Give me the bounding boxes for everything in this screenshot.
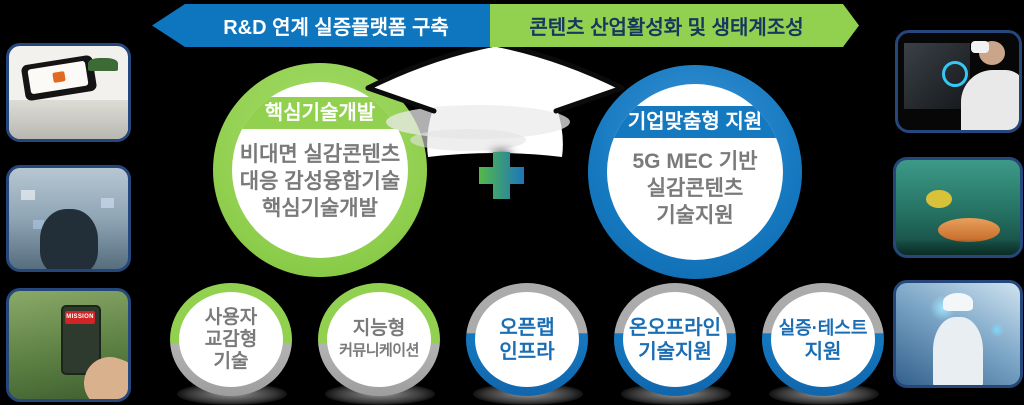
enterprise-support-body: 5G MEC 기반 실감콘텐츠 기술지원 [607,148,783,229]
sub-circle-intelligent-communication-label: 지능형 커뮤니케이션 [327,292,431,387]
photo-ground-shape [9,99,128,139]
sub-line: 실증·테스트 [778,317,868,338]
sub-circle-verification-test-support-label: 실증·테스트 지원 [771,292,875,387]
seabed-shape [896,239,1020,255]
big-circle-enterprise-support-inner: 기업맞춤형 지원 5G MEC 기반 실감콘텐츠 기술지원 [607,84,783,260]
surgical-cap-shape [943,293,973,311]
banner-content-ecosystem: 콘텐츠 산업활성화 및 생태계조성 [490,4,859,47]
vr-headset-virtual-human-photo [895,30,1022,133]
sub-circle-verification-test-support: 실증·테스트 지원 [762,283,884,396]
fish-shape [926,190,952,208]
enterprise-support-line: 실감콘텐츠 [646,177,744,200]
enterprise-support-title-band: 기업맞춤형 지원 [607,106,783,138]
core-tech-line: 비대면 실감콘텐츠 [239,143,401,166]
banner-rnd-platform: R&D 연계 실증플랫폼 구축 [152,4,490,47]
hologram-glow-shape [990,323,1004,337]
head-silhouette-shape [39,209,98,269]
enterprise-support-line: 5G MEC 기반 [632,150,758,173]
sub-line: 지능형 [352,317,406,339]
sub-circle-on-offline-tech-support: 온오프라인 기술지원 [614,283,736,396]
doctor-shape [933,317,983,385]
sub-circle-intelligent-communication: 지능형 커뮤니케이션 [318,283,440,396]
core-tech-title-band: 핵심기술개발 [232,97,408,129]
ar-mission-camping-photo: MISSION [6,288,131,402]
fish-shape [938,218,1000,242]
roof-shape [88,58,118,71]
sub-line: 온오프라인 [629,316,721,339]
sub-circle-user-empathy-tech: 사용자 교감형 기술 [170,283,292,396]
core-tech-body: 비대면 실감콘텐츠 대응 감성융합기술 핵심기술개발 [232,141,408,222]
sub-circle-openlab-infra: 오픈랩 인프라 [466,283,588,396]
core-tech-line: 대응 감성융합기술 [239,170,401,193]
vr-face-floating-media-photo [6,165,131,272]
big-circle-enterprise-support: 기업맞춤형 지원 5G MEC 기반 실감콘텐츠 기술지원 [588,65,802,279]
media-tile-shape [33,220,44,229]
sub-circle-openlab-infra-label: 오픈랩 인프라 [475,292,579,387]
enterprise-support-line: 기술지원 [656,204,734,227]
sub-line: 커뮤니케이션 [339,341,419,359]
banner-content-ecosystem-label: 콘텐츠 산업활성화 및 생태계조성 [529,17,804,39]
media-tile-shape [21,190,35,200]
sub-line: 기술지원 [638,340,712,363]
medical-hologram-photo [893,280,1023,388]
sub-circle-user-empathy-tech-label: 사용자 교감형 기술 [179,292,283,387]
vr-headset-shape [971,41,989,53]
ar-heritage-smartphone-photo [6,43,131,142]
sub-circle-on-offline-tech-support-label: 온오프라인 기술지원 [623,292,727,387]
core-tech-line: 핵심기술개발 [262,197,378,220]
sub-line: 사용자 [204,306,258,328]
underwater-vr-aquarium-photo [893,157,1023,258]
sub-line: 교감형 [204,328,258,350]
mission-badge: MISSION [65,311,95,324]
big-circle-core-tech: 핵심기술개발 비대면 실감콘텐츠 대응 감성융합기술 핵심기술개발 [213,63,427,277]
sub-line: 기술 [213,350,249,372]
big-circle-core-tech-inner: 핵심기술개발 비대면 실감콘텐츠 대응 감성융합기술 핵심기술개발 [232,82,408,258]
sub-line: 인프라 [499,340,555,363]
sub-line: 지원 [804,340,842,363]
person-shape [961,70,1019,130]
banner-rnd-platform-label: R&D 연계 실증플랫폼 구축 [223,17,449,39]
ar-marker-shape [52,71,66,83]
sub-line: 오픈랩 [499,316,555,339]
touch-glow-icon [942,61,968,87]
media-tile-shape [101,198,114,208]
